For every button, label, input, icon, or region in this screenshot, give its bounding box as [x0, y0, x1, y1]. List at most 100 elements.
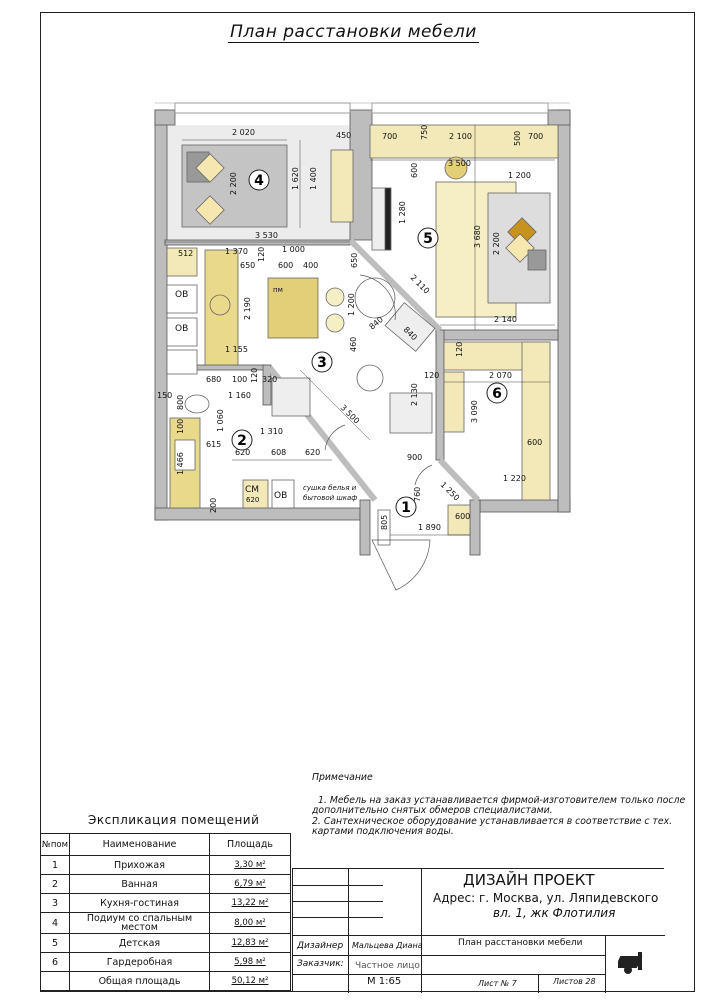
dimension-label: 500 [513, 131, 522, 146]
client-name: Частное лицо [355, 961, 420, 971]
dimension-label: 100 [232, 375, 247, 384]
room-number: 5 [423, 231, 433, 247]
room-number: 1 [401, 500, 411, 516]
dimension-label: 1 890 [418, 523, 441, 532]
dimension-label: 2 070 [489, 371, 512, 380]
dimension-label: 1 400 [309, 167, 318, 190]
closet-right [521, 341, 551, 501]
dimension-label: 460 [349, 337, 358, 352]
dimension-label: 620 [305, 448, 320, 457]
dimension-label: 3 090 [470, 400, 479, 423]
sheet-title: План расстановки мебели [458, 938, 583, 948]
radiator-label: ОВ [274, 491, 287, 501]
room-marker-circle [248, 169, 270, 191]
dimension-label: 1 160 [228, 391, 251, 400]
kitchen-unit [204, 249, 239, 366]
dimension-label: 120 [250, 368, 259, 383]
dimension-label: 2 200 [229, 172, 238, 195]
room-marker-circle [395, 496, 417, 518]
dimension-label: 2 190 [243, 297, 252, 320]
dryer-label: сушка белья и [303, 484, 357, 492]
toilet [184, 394, 210, 414]
dimension-label: 3 500 [339, 403, 362, 426]
dimension-label: 1 200 [508, 171, 531, 180]
dimension-label: 200 [209, 498, 218, 513]
dimension-label: 1 466 [176, 452, 185, 475]
sheet-count: Листов 28 [553, 977, 596, 986]
dimension-label: 1 370 [225, 247, 248, 256]
dimension-label: 2 100 [449, 132, 472, 141]
dimension-label: 450 [336, 131, 351, 140]
project-title: ДИЗАЙН ПРОЕКТ [463, 871, 595, 889]
dimension-label: 150 [157, 391, 172, 400]
dimension-label: 620 [235, 448, 250, 457]
dimension-label: 2 140 [494, 315, 517, 324]
dimension-label: 650 [240, 261, 255, 270]
dimension-label: 700 [382, 132, 397, 141]
explication-title: Экспликация помещений [88, 813, 260, 827]
dimension-label: 2 110 [409, 273, 432, 296]
radiator-label: ОВ [175, 324, 188, 334]
sink [174, 439, 196, 471]
room-number: 6 [492, 386, 502, 402]
dimension-label: 615 [206, 440, 221, 449]
room-marker-circle [311, 351, 333, 373]
room-number: 4 [254, 173, 264, 189]
room-marker-circle [417, 227, 439, 249]
dryer-label: бытовой шкаф [303, 494, 357, 502]
pouf [444, 156, 468, 180]
dimension-label: 120 [257, 247, 266, 262]
washer-label: СМ [245, 485, 259, 495]
dimension-label: 320 [262, 375, 277, 384]
dimension-label: 3 680 [473, 225, 482, 248]
room-number: 3 [317, 355, 327, 371]
notes-heading: Примечание [312, 772, 373, 783]
dimension-label: 2 130 [410, 383, 419, 406]
dimension-label: 1 220 [503, 474, 526, 483]
shower [271, 377, 311, 417]
dimension-label: 760 [413, 487, 422, 502]
tv-stand [330, 149, 354, 223]
dimension-label: 120 [424, 371, 439, 380]
dishwasher-label: пм [273, 286, 283, 294]
dimension-label: 900 [407, 453, 422, 462]
page-title: План расстановки мебели [228, 22, 479, 43]
dimension-label: 2 020 [232, 128, 255, 137]
dimension-label: 1 200 [347, 293, 356, 316]
doors [324, 274, 433, 591]
dimension-label: 1 060 [216, 409, 225, 432]
dimension-label: 1 155 [225, 345, 248, 354]
armchair [389, 392, 433, 434]
dimension-label: 608 [271, 448, 286, 457]
dimension-label: 700 [528, 132, 543, 141]
round-table [354, 277, 396, 319]
designer-label: Дизайнер [297, 941, 344, 951]
furniture [166, 124, 559, 546]
scale: М 1:65 [367, 976, 402, 987]
dimension-label: 600 [278, 261, 293, 270]
dimension-label: 100 [176, 419, 185, 434]
dimension-label: 3 530 [255, 231, 278, 240]
dimension-label: 1 280 [398, 201, 407, 224]
dimension-label: 680 [206, 375, 221, 384]
washing-machine [242, 479, 269, 509]
dimension-label: 2 200 [492, 232, 501, 255]
sheet-number: Лист № 7 [478, 979, 517, 988]
dimension-label: 400 [303, 261, 318, 270]
kitchen-island [267, 277, 319, 339]
washer-width: 620 [246, 496, 259, 504]
dimension-label: 1 000 [282, 245, 305, 254]
dimension-label: 750 [420, 125, 429, 140]
title-block: ДИЗАЙН ПРОЕКТ Адрес: г. Москва, ул. Ляпи… [292, 868, 665, 993]
room-marker-circle [486, 382, 508, 404]
